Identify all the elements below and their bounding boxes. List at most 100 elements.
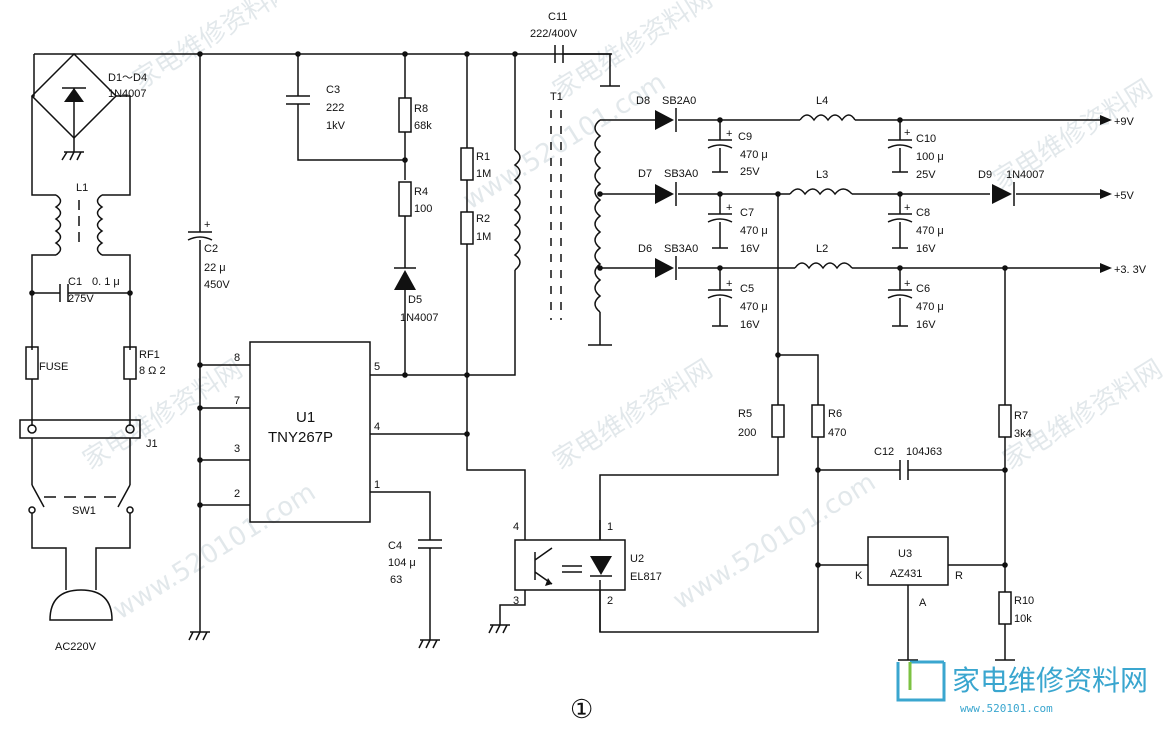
l1-ref: L1 [76, 182, 88, 194]
watermark-text: www.520101.com [668, 467, 881, 616]
input-section: D1～D4 1N4007 L1 C1 0. 1 μ 275V FUSE RF1 … [19, 52, 612, 653]
ground-icon [188, 631, 210, 641]
c8-value: 470 μ [916, 225, 944, 237]
c8-plus: + [904, 202, 910, 214]
logo-url: www.520101.com [960, 702, 1053, 715]
u2-emitter-arrow [545, 578, 552, 586]
c3-rating: 1kV [326, 120, 346, 132]
wire [907, 564, 1005, 660]
logo-title: 家电维修资料网 [952, 664, 1148, 697]
c7-rating: 16V [740, 243, 760, 255]
c2-rating: 450V [204, 279, 230, 291]
wire [499, 590, 601, 632]
wire [563, 53, 611, 86]
u3-pin-a: A [919, 597, 927, 609]
u1-ref: U1 [296, 409, 315, 426]
wire [370, 270, 516, 376]
c2-value: 22 μ [204, 262, 226, 274]
junction-dot [197, 502, 203, 508]
r8-ref: R8 [414, 103, 428, 115]
d8-diode-icon [655, 110, 674, 130]
c5-rating: 16V [740, 319, 760, 331]
r2-value: 1M [476, 231, 491, 243]
figure-number: ① [570, 695, 593, 725]
u1-pin-1: 1 [374, 479, 380, 491]
output-9v: +9V [1114, 116, 1135, 128]
sw1-blade [31, 484, 131, 508]
r2-resistor [460, 211, 474, 245]
c8-capacitor [887, 213, 913, 223]
c9-ref: C9 [738, 131, 752, 143]
wire [62, 87, 86, 138]
wire [31, 254, 131, 350]
u3-ref: U3 [898, 548, 912, 560]
d6-value: SB3A0 [664, 243, 698, 255]
l1-coil-left [54, 194, 62, 256]
c7-plus: + [726, 202, 732, 214]
c6-rating: 16V [916, 319, 936, 331]
r4-resistor [398, 181, 412, 217]
c6-plus: + [904, 278, 910, 290]
watermark-text: 家电维修资料网 [548, 354, 718, 476]
d7-value: SB3A0 [664, 168, 698, 180]
wire [466, 54, 526, 520]
site-logo: 家电维修资料网 www.520101.com [896, 660, 1148, 715]
t1-core [550, 110, 562, 320]
c3-value: 222 [326, 102, 344, 114]
r2-ref: R2 [476, 213, 490, 225]
u2-light-arrows [562, 565, 582, 573]
c5-plus: + [726, 278, 732, 290]
wire [370, 491, 431, 640]
t1-secondary-coil [594, 119, 602, 313]
l4-ref: L4 [816, 95, 828, 107]
c1-value: 0. 1 μ [92, 276, 120, 288]
sw1-ref: SW1 [72, 505, 96, 517]
rf1-value: 8 Ω 2 [139, 365, 166, 377]
c2-ref: C2 [204, 243, 218, 255]
c10-ref: C10 [916, 133, 936, 145]
fuse-symbol [25, 346, 39, 380]
wire [524, 520, 601, 540]
c3-capacitor [286, 95, 310, 105]
d5-value: 1N4007 [400, 312, 439, 324]
primary-section: + C2 22 μ 450V 8 7 3 2 U1 TNY267P 5 4 1 … [187, 11, 620, 649]
u1-pin-2: 2 [234, 488, 240, 500]
u1-left-pins [200, 364, 250, 506]
junction-dot [197, 405, 203, 411]
r8-resistor [398, 97, 412, 133]
u1-pin-7: 7 [234, 395, 240, 407]
l3-inductor [789, 188, 853, 196]
d9-ref: D9 [978, 169, 992, 181]
wire [31, 96, 56, 196]
output-5v: +5V [1114, 190, 1135, 202]
wire [102, 95, 131, 196]
junction-dot [127, 290, 133, 296]
t1-ref: T1 [550, 91, 563, 103]
c11-value: 222/400V [530, 28, 578, 40]
c4-value: 104 μ [388, 557, 416, 569]
u2-optocoupler-box [514, 539, 626, 591]
c6-value: 470 μ [916, 301, 944, 313]
u2-phototransistor-icon [534, 547, 553, 585]
c11-ref: C11 [548, 11, 567, 23]
r5-ref: R5 [738, 408, 752, 420]
c10-plus: + [904, 127, 910, 139]
sw-contact [126, 506, 134, 514]
d9-value: 1N4007 [1006, 169, 1045, 181]
l4-inductor [799, 114, 856, 122]
u3-part: AZ431 [890, 568, 922, 580]
c7-capacitor [707, 213, 733, 223]
c1-rating: 275V [68, 293, 94, 305]
r8-value: 68k [414, 120, 432, 132]
c7-value: 470 μ [740, 225, 768, 237]
c7-ref: C7 [740, 207, 754, 219]
l2-ref: L2 [816, 243, 828, 255]
c5-value: 470 μ [740, 301, 768, 313]
r1-ref: R1 [476, 151, 490, 163]
c10-rating: 25V [916, 169, 936, 181]
u2-pin-1: 1 [607, 521, 613, 533]
junction-dot [402, 157, 408, 163]
arrow-icon [1100, 189, 1112, 199]
c1-ref: C1 [68, 276, 82, 288]
c4-rating: 63 [390, 574, 402, 586]
